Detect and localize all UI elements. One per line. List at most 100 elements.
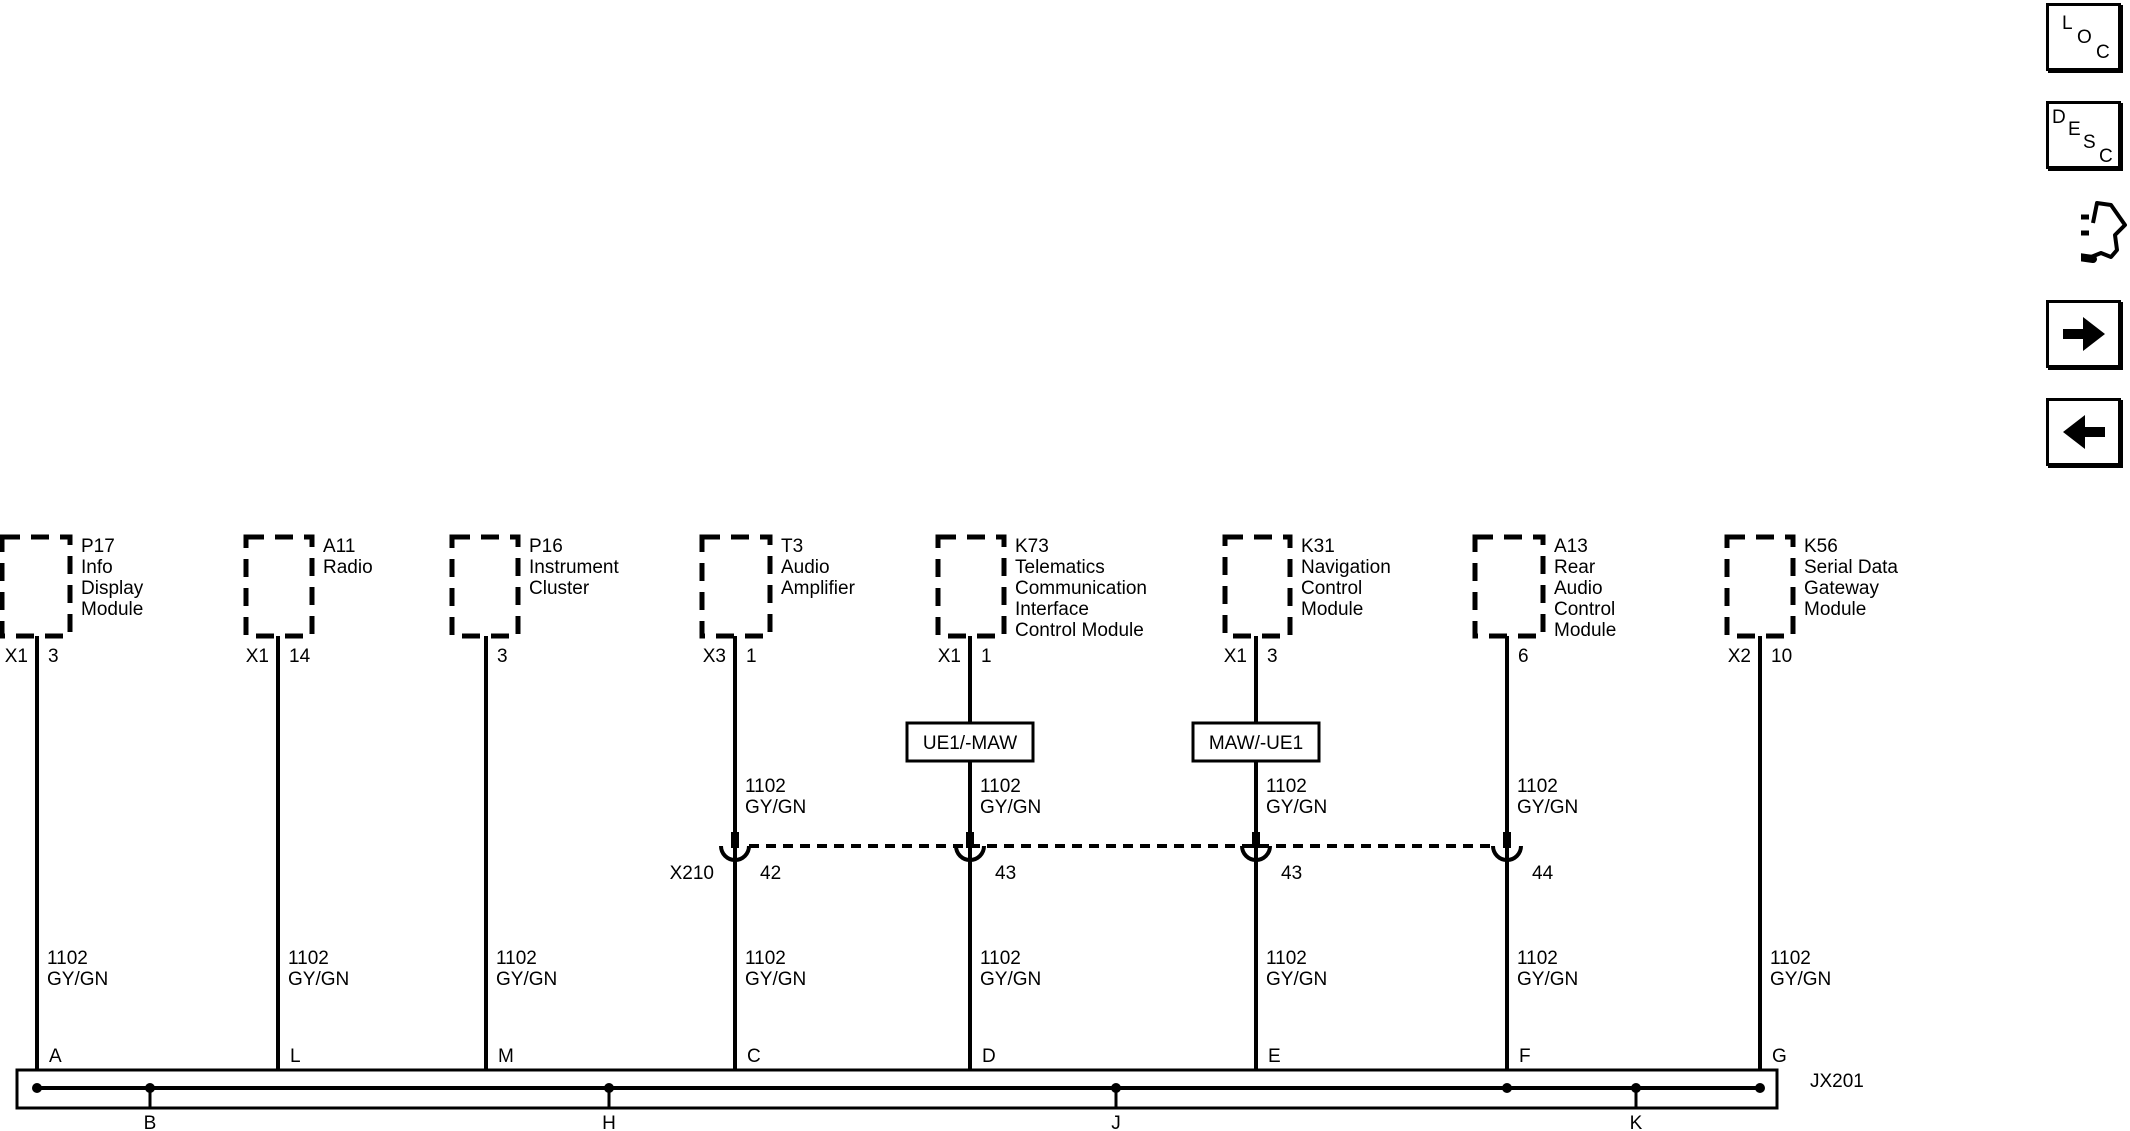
splice-pin-t3: C: [747, 1046, 761, 1067]
module-name-p16: Instrument: [529, 557, 619, 578]
option-box-k31: [1191, 721, 1321, 763]
module-box-p16: [449, 534, 521, 639]
inline-terminal-k31: [1252, 832, 1260, 848]
module-box-k73: [935, 534, 1007, 639]
desc-letter-d: D: [2052, 107, 2066, 128]
desc-letter-c: C: [2099, 146, 2113, 167]
splice-dot: [1755, 1083, 1765, 1093]
connector-label-k56: X2: [1728, 646, 1751, 667]
connector-label-k31: X1: [1224, 646, 1247, 667]
module-name-p17: Display: [81, 578, 144, 599]
module-name-p17: Info: [81, 557, 113, 578]
loc-letter-c: C: [2096, 42, 2110, 63]
inline-pin-k31: 43: [1281, 863, 1302, 884]
pin-label-p16: 3: [497, 646, 508, 667]
module-name-k31: Module: [1301, 599, 1363, 620]
module-name-a11: Radio: [323, 557, 373, 578]
inline-pin-a13: 44: [1532, 863, 1554, 884]
module-name-a11: A11: [323, 536, 355, 557]
splice-pin-a13: F: [1519, 1046, 1531, 1067]
pin-label-a11: 14: [289, 646, 311, 667]
module-name-k31: Navigation: [1301, 557, 1391, 578]
module-name-a13: Audio: [1554, 578, 1603, 599]
inline-wire-color-k73: GY/GN: [980, 797, 1041, 818]
inline-socket-a13: [1491, 845, 1523, 862]
inline-wire-circuit-k31: 1102: [1266, 776, 1307, 797]
module-name-k56: Module: [1804, 599, 1866, 620]
loc-button[interactable]: L O C: [2046, 3, 2121, 71]
loc-letter-l: L: [2062, 13, 2073, 34]
module-name-p16: Cluster: [529, 578, 590, 599]
inline-wire-color-k31: GY/GN: [1266, 797, 1327, 818]
splice-dot: [1502, 1083, 1512, 1093]
inline-wire-color-a13: GY/GN: [1517, 797, 1578, 818]
wire-circuit-a11: 1102: [288, 948, 329, 969]
wire-color-p17: GY/GN: [47, 969, 108, 990]
wire-circuit-p17: 1102: [47, 948, 88, 969]
wire-color-a11: GY/GN: [288, 969, 349, 990]
wire-color-k56: GY/GN: [1770, 969, 1831, 990]
option-label-k73: UE1/-MAW: [923, 733, 1017, 754]
pin-label-k56: 10: [1771, 646, 1792, 667]
wire-color-p16: GY/GN: [496, 969, 557, 990]
module-name-k56: K56: [1804, 536, 1838, 557]
connector-label-k73: X1: [938, 646, 961, 667]
module-name-k31: K31: [1301, 536, 1335, 557]
arrow-left-icon: [2063, 415, 2105, 449]
bottom-pin-h: H: [602, 1113, 616, 1131]
module-name-k73: Communication: [1015, 578, 1147, 599]
connector-label-a11: X1: [246, 646, 269, 667]
next-page-button[interactable]: [2046, 300, 2121, 368]
splice-pin-p17: A: [49, 1046, 62, 1067]
module-name-k73: K73: [1015, 536, 1049, 557]
option-label-k31: MAW/-UE1: [1209, 733, 1303, 754]
module-name-k31: Control: [1301, 578, 1362, 599]
module-box-k56: [1724, 534, 1796, 639]
wire-circuit-k56: 1102: [1770, 948, 1811, 969]
inline-socket-k73: [954, 845, 986, 862]
wire-circuit-k73: 1102: [980, 948, 1021, 969]
module-name-k73: Control Module: [1015, 620, 1144, 641]
wire-circuit-t3: 1102: [745, 948, 786, 969]
desc-button[interactable]: D E S C: [2046, 101, 2121, 169]
inline-terminal-t3: [731, 832, 739, 848]
module-name-a13: A13: [1554, 536, 1588, 557]
module-name-t3: Audio: [781, 557, 830, 578]
wire-color-t3: GY/GN: [745, 969, 806, 990]
pin-label-a13: 6: [1518, 646, 1529, 667]
pin-label-p17: 3: [48, 646, 59, 667]
inline-terminal-k73: [966, 832, 974, 848]
option-box-k73: [905, 721, 1035, 763]
module-box-a13: [1472, 534, 1546, 639]
module-name-k56: Gateway: [1804, 578, 1879, 599]
pin-label-t3: 1: [746, 646, 757, 667]
bottom-pin-k: K: [1630, 1113, 1643, 1131]
splice-pin-k73: D: [982, 1046, 996, 1067]
wire-color-k31: GY/GN: [1266, 969, 1327, 990]
inline-pin-t3: 42: [760, 863, 781, 884]
connector-label-t3: X3: [703, 646, 726, 667]
splice-pin-p16: M: [498, 1046, 514, 1067]
inline-wire-circuit-t3: 1102: [745, 776, 786, 797]
module-box-t3: [699, 534, 773, 639]
module-name-a13: Rear: [1554, 557, 1596, 578]
module-name-k73: Telematics: [1015, 557, 1105, 578]
arrow-right-icon: [2063, 317, 2105, 351]
splice-pack-label: JX201: [1810, 1071, 1864, 1092]
connector-wrench-icon[interactable]: [2045, 195, 2129, 280]
prev-page-button[interactable]: [2046, 398, 2121, 466]
connector-label-p17: X1: [5, 646, 28, 667]
module-name-t3: Amplifier: [781, 578, 856, 599]
wire-circuit-p16: 1102: [496, 948, 537, 969]
inline-socket-t3: [719, 845, 751, 862]
loc-letter-o: O: [2077, 27, 2092, 48]
wire-color-k73: GY/GN: [980, 969, 1041, 990]
module-name-a13: Module: [1554, 620, 1616, 641]
bottom-pin-b: B: [144, 1113, 157, 1131]
wire-circuit-k31: 1102: [1266, 948, 1307, 969]
inline-pin-k73: 43: [995, 863, 1016, 884]
inline-terminal-a13: [1503, 832, 1511, 848]
module-name-p16: P16: [529, 536, 563, 557]
splice-dot: [32, 1083, 42, 1093]
